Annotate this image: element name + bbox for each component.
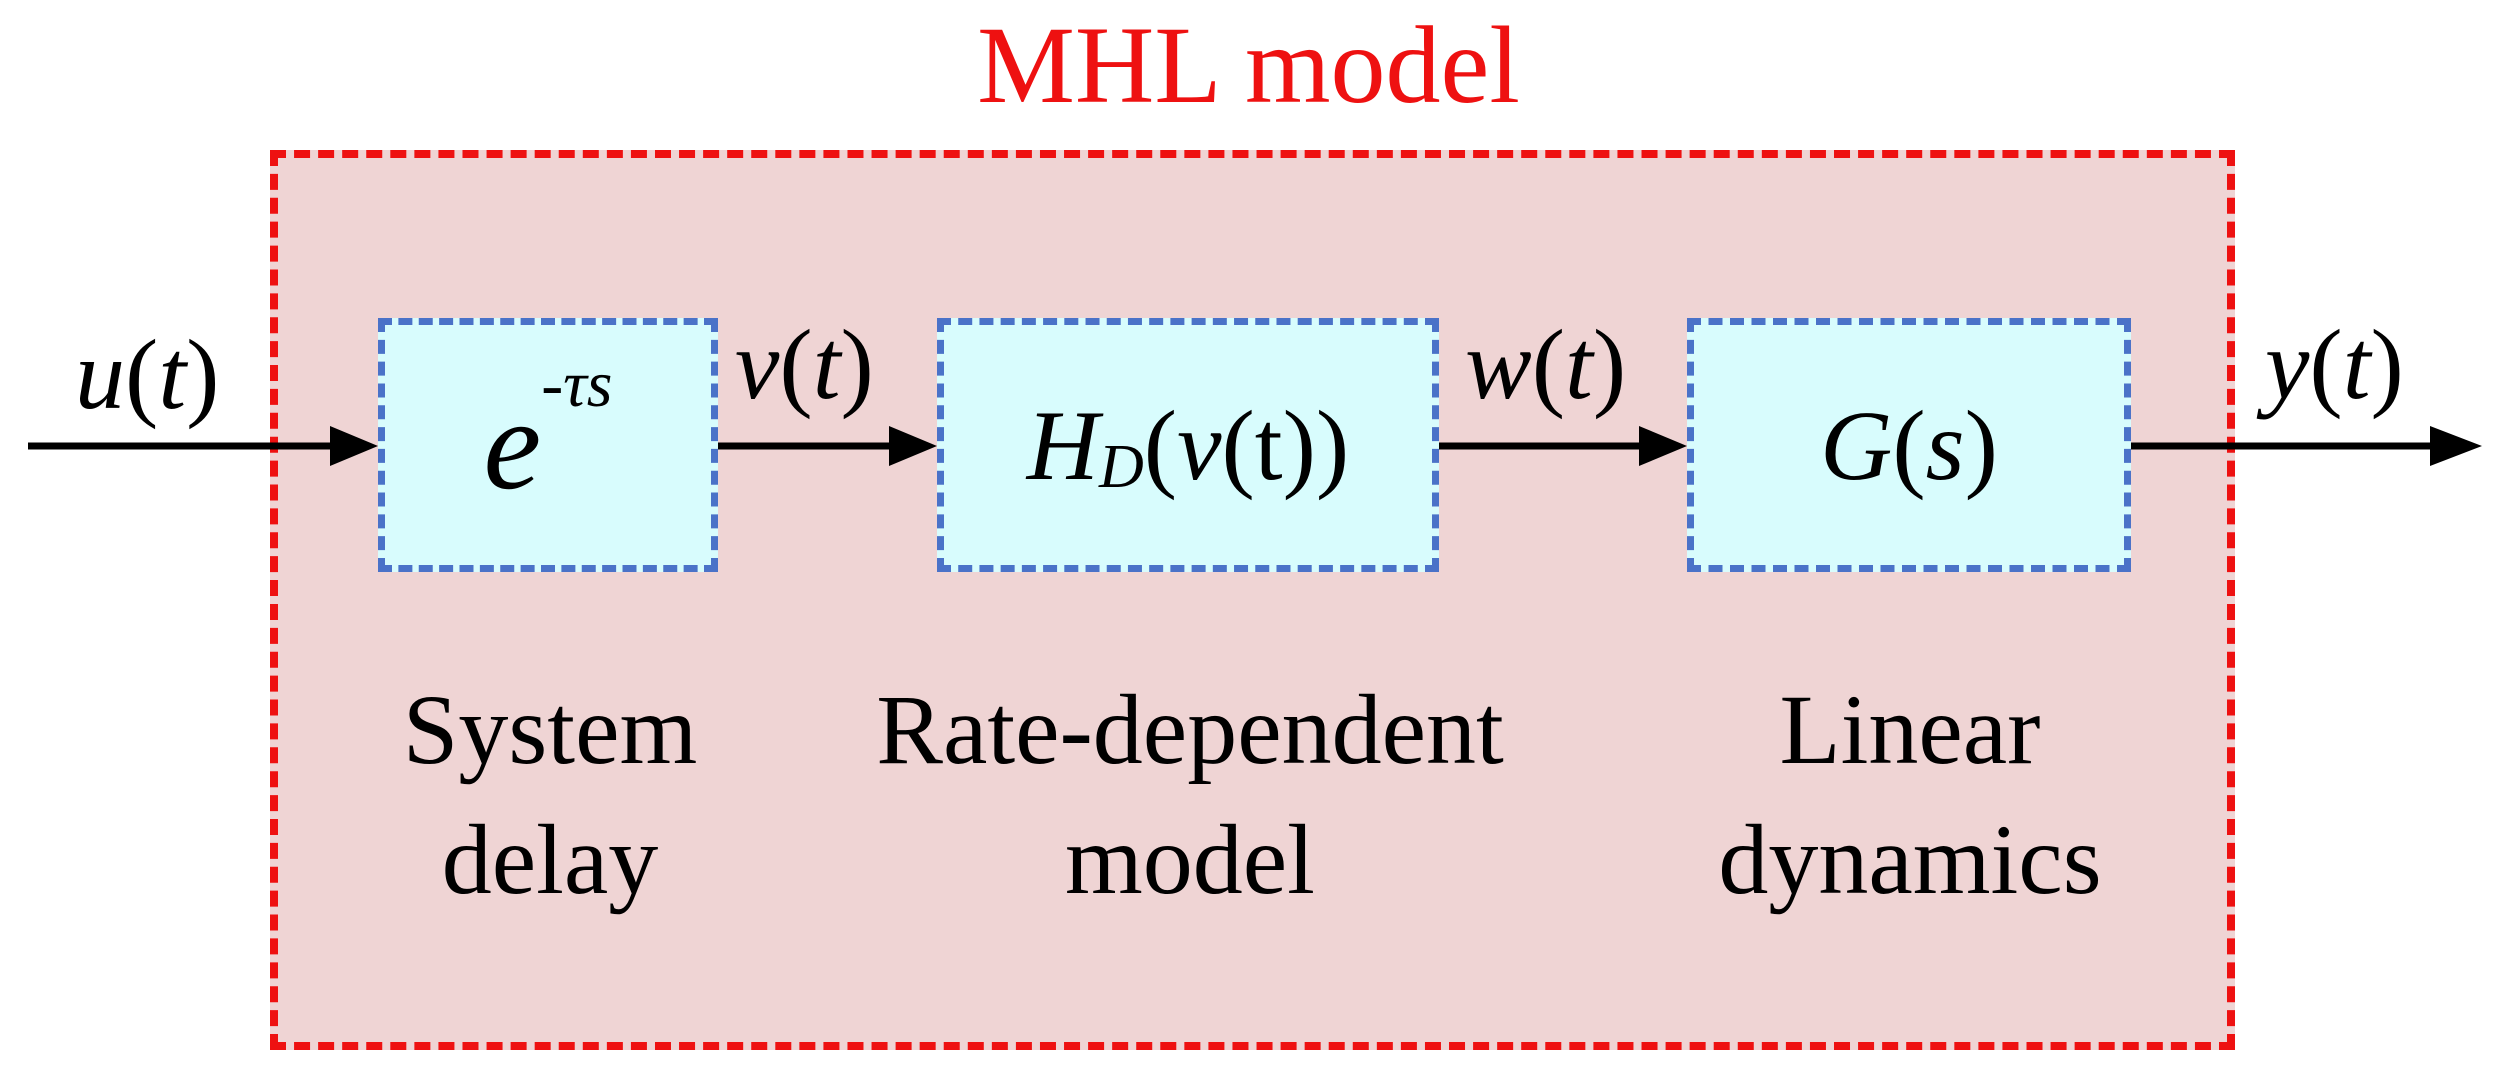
signal-label-w: w(t)	[1465, 309, 1627, 420]
delay-exponent: -τs	[541, 348, 613, 421]
arrow-output-head	[2430, 426, 2482, 466]
mhl-model-container	[270, 150, 2235, 1050]
rate-func: H	[1026, 389, 1100, 501]
diagram-title: MHL model	[977, 4, 1520, 126]
arrow-input-head	[330, 426, 378, 466]
caption-rate-dependent: Rate-dependent model	[876, 674, 1504, 915]
caption-linear-dynamics: Linear dynamics	[1718, 674, 2102, 915]
linear-dynamics-block: G(s)	[1687, 318, 2131, 572]
delay-base: e	[483, 373, 542, 517]
linear-func: G	[1820, 389, 1893, 501]
caption-system-delay: System delay	[402, 674, 698, 915]
rate-subscript: D	[1099, 432, 1144, 501]
arrow-v-head	[889, 426, 937, 466]
arrow-w-head	[1639, 426, 1687, 466]
system-delay-block: e-τs	[378, 318, 718, 572]
linear-var: s	[1925, 389, 1965, 501]
signal-label-u: u(t)	[75, 319, 220, 430]
signal-label-v: v(t)	[735, 309, 874, 420]
signal-label-y: y(t)	[2265, 309, 2404, 420]
